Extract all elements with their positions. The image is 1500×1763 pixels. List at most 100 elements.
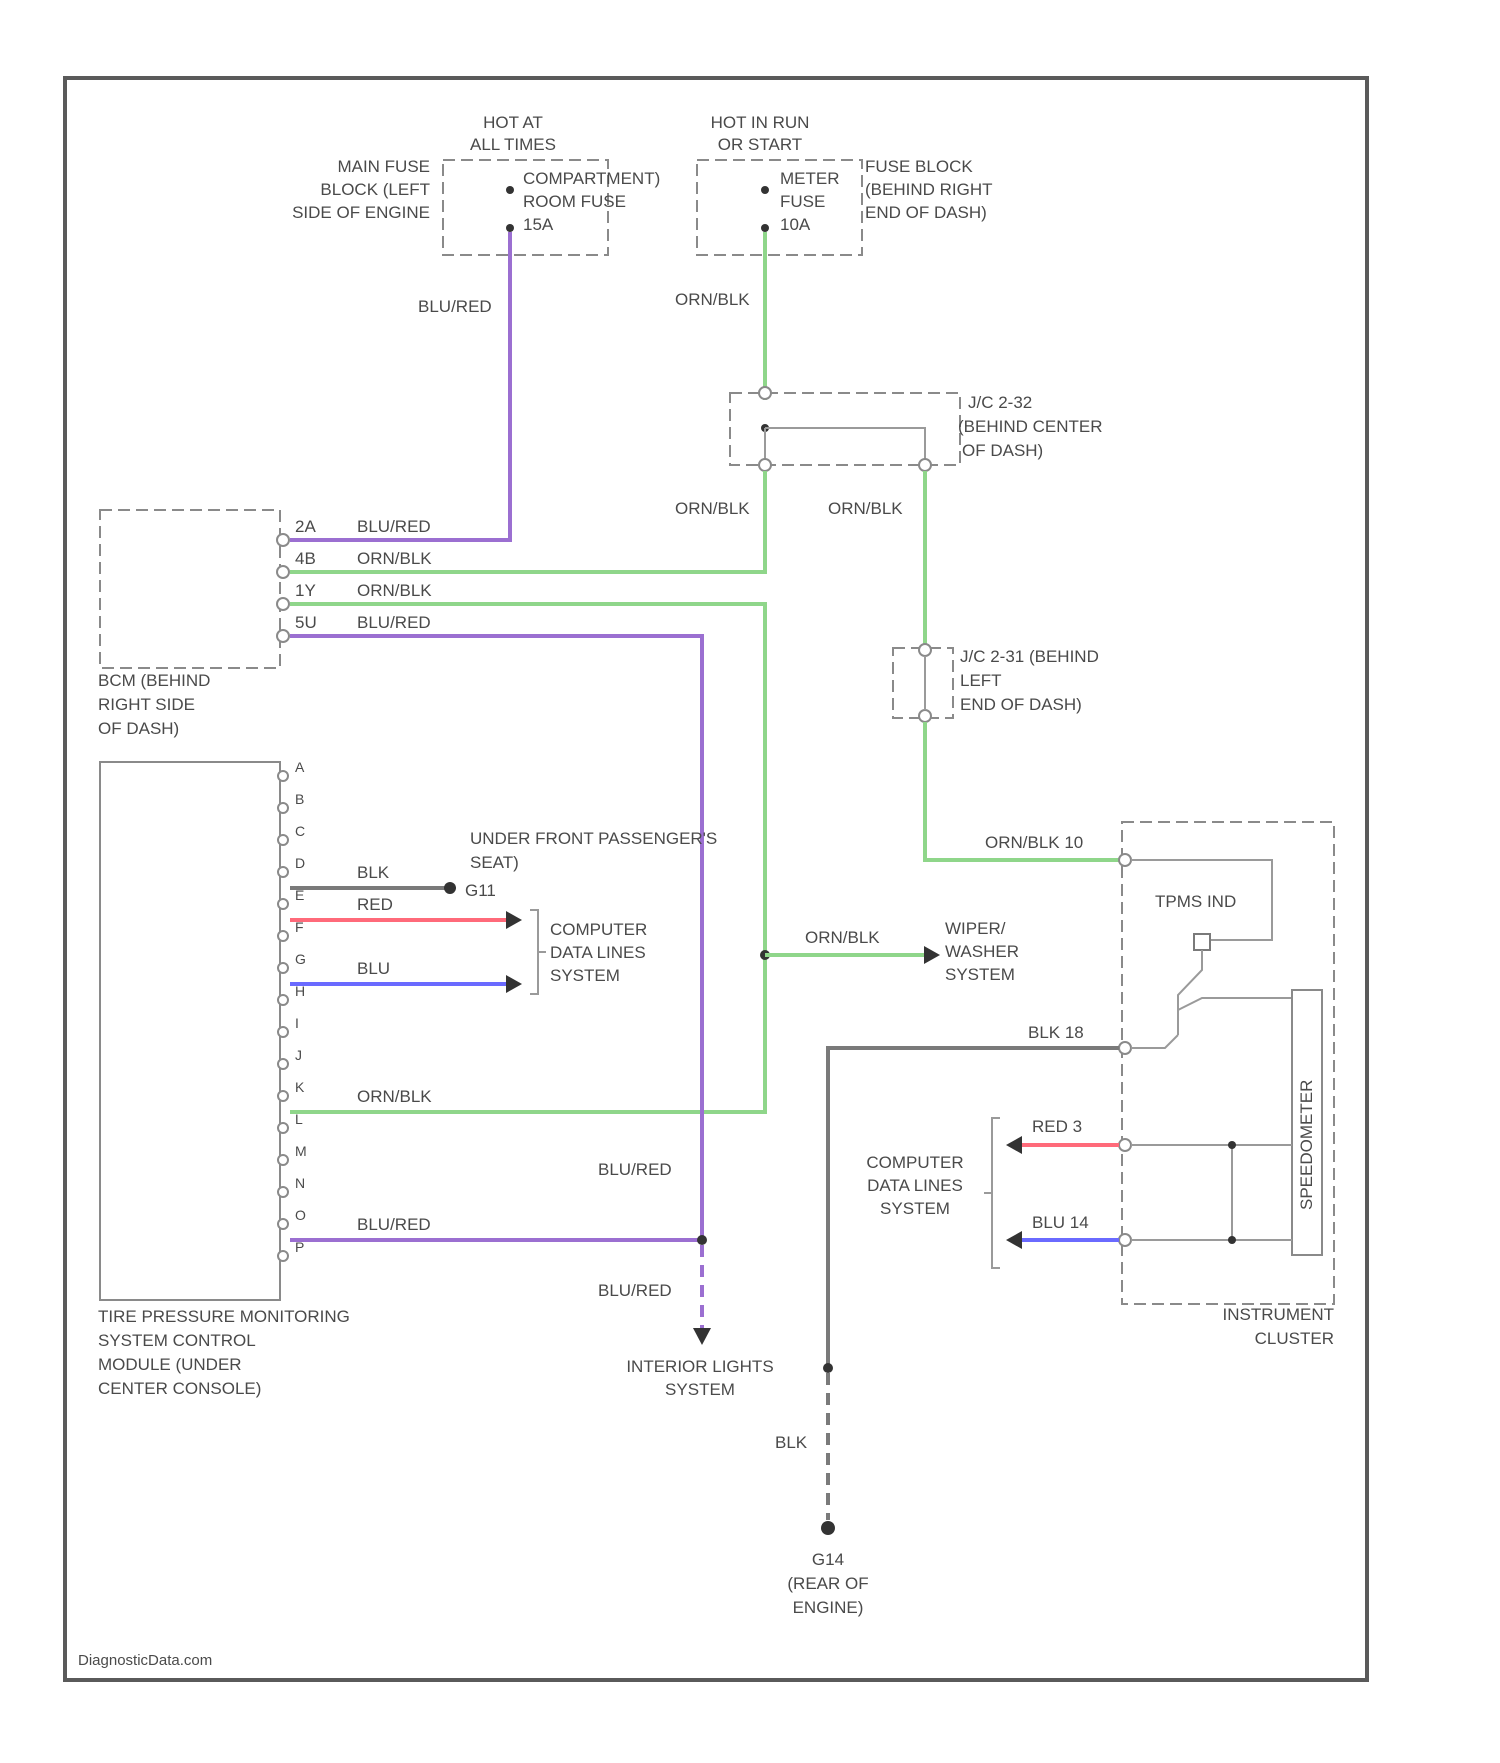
tpms-pin-label-d: D [295,855,305,871]
blu-14-arrow [1006,1231,1022,1249]
interior-lights-junction [697,1235,707,1245]
svg-text:J/C 2-32: J/C 2-32 [968,393,1032,412]
tpms-ind-label: TPMS IND [1155,892,1236,911]
svg-text:(BEHIND RIGHT: (BEHIND RIGHT [865,180,993,199]
wire-blu-red-feed [290,232,510,540]
tpms-pin-i [278,1027,288,1037]
data-lines-bracket-left [530,910,546,994]
svg-text:J/C 2-31 (BEHIND: J/C 2-31 (BEHIND [960,647,1099,666]
diagram-frame [65,78,1367,1680]
bcm-pins: 2A 4B 1Y 5U [277,517,317,642]
g14-node [821,1521,835,1535]
tpms-pin-f [278,931,288,941]
cluster-pin-3 [1119,1139,1131,1151]
tpms-pin-e [278,899,288,909]
wire-label-tpms-blu-red: BLU/RED [357,1215,431,1234]
tpms-pin-d [278,867,288,877]
bcm-box [100,510,280,668]
svg-text:RIGHT SIDE: RIGHT SIDE [98,695,195,714]
svg-text:SYSTEM: SYSTEM [550,966,620,985]
svg-text:SYSTEM: SYSTEM [880,1199,950,1218]
wire-label-blu-red-feed: BLU/RED [418,297,492,316]
wire-label-red-data: RED [357,895,393,914]
g11-node [444,882,456,894]
tpms-pin-k [278,1091,288,1101]
wire-label-bcm-5u: BLU/RED [357,613,431,632]
ground-g14-label: G14 (REAR OF ENGINE) [787,1550,868,1617]
jc-2-32-label: J/C 2-32 (BEHIND CENTER OF DASH) [958,393,1103,460]
svg-text:SYSTEM: SYSTEM [945,965,1015,984]
wire-label-blk-g14: BLK [775,1433,808,1452]
tpms-pin-label-a: A [295,759,305,775]
svg-text:(REAR OF: (REAR OF [787,1574,868,1593]
svg-text:ALL TIMES: ALL TIMES [470,135,556,154]
tpms-pin-g [278,963,288,973]
room-fuse-terminal-top [506,186,514,194]
tpms-pin-c [278,835,288,845]
tpms-pin-label-c: C [295,823,305,839]
interior-lights-label: INTERIOR LIGHTS SYSTEM [626,1357,773,1399]
computer-data-lines-label-1: COMPUTER DATA LINES SYSTEM [550,920,647,985]
bcm-pin-label-2a: 2A [295,517,316,536]
wire-label-bcm-2a: BLU/RED [357,517,431,536]
hot-in-run-label: HOT IN RUN OR START [711,113,810,154]
jc-2-32-pin-out-right [919,459,931,471]
room-fuse-terminal-bottom [506,224,514,232]
tpms-pin-n [278,1187,288,1197]
tpms-pin-h [278,995,288,1005]
tpms-module-label: TIRE PRESSURE MONITORING SYSTEM CONTROL … [98,1307,350,1398]
jc-2-31-label: J/C 2-31 (BEHIND LEFT END OF DASH) [960,647,1099,714]
wire-label-orn-blk-right: ORN/BLK [828,499,903,518]
cluster-pin-18 [1119,1042,1131,1054]
wiper-arrow [924,946,940,964]
under-front-seat-label: UNDER FRONT PASSENGER'S SEAT) [470,829,717,872]
svg-text:LEFT: LEFT [960,671,1002,690]
jc-2-32-pin-in [759,387,771,399]
svg-text:END OF DASH): END OF DASH) [960,695,1082,714]
svg-text:ENGINE): ENGINE) [793,1598,864,1617]
instrument-cluster-label: INSTRUMENT CLUSTER [1223,1305,1334,1348]
svg-text:DATA LINES: DATA LINES [867,1176,963,1195]
svg-text:ROOM FUSE: ROOM FUSE [523,192,626,211]
cluster-data-bus [1131,1145,1292,1240]
svg-text:CLUSTER: CLUSTER [1255,1329,1334,1348]
bcm-pin-label-1y: 1Y [295,581,316,600]
jc-2-32-pin-out-left [759,459,771,471]
tpms-pin-b [278,803,288,813]
meter-fuse-terminal-top [761,186,769,194]
svg-text:BCM (BEHIND: BCM (BEHIND [98,671,210,690]
ground-g11-label: G11 [465,881,496,900]
tpms-pin-o [278,1219,288,1229]
svg-text:MAIN FUSE: MAIN FUSE [337,157,430,176]
svg-text:COMPARTMENT): COMPARTMENT) [523,169,660,188]
cluster-pin-14 [1119,1234,1131,1246]
svg-text:15A: 15A [523,215,554,234]
tpms-pin-label-n: N [295,1175,305,1191]
wire-label-red-3: RED 3 [1032,1117,1082,1136]
hot-at-all-times-label: HOT AT ALL TIMES [470,113,556,154]
svg-text:OR START: OR START [718,135,802,154]
tpms-pin-label-b: B [295,791,304,807]
tpms-pin-p [278,1251,288,1261]
computer-data-lines-label-2: COMPUTER DATA LINES SYSTEM [866,1153,963,1218]
fuse-block-label: FUSE BLOCK (BEHIND RIGHT END OF DASH) [865,157,993,222]
bcm-pin-label-4b: 4B [295,549,316,568]
svg-text:(BEHIND CENTER: (BEHIND CENTER [958,417,1103,436]
cluster-pin-10 [1119,854,1131,866]
svg-text:SIDE OF ENGINE: SIDE OF ENGINE [292,203,430,222]
tpms-pin-label-k: K [295,1079,305,1095]
bcm-pin-2a [277,534,289,546]
tpms-pin-label-g: G [295,951,306,967]
wire-label-blu-data: BLU [357,959,390,978]
blu-data-arrow [506,975,522,993]
jc-2-32-bus [765,428,925,462]
wire-label-blk-g11: BLK [357,863,390,882]
cluster-ground-internal [1131,1035,1178,1048]
svg-text:G14: G14 [812,1550,844,1569]
wire-label-orn-blk-10: ORN/BLK 10 [985,833,1083,852]
svg-text:DATA LINES: DATA LINES [550,943,646,962]
tpms-pin-label-m: M [295,1143,307,1159]
wire-label-bcm-1y: ORN/BLK [357,581,432,600]
svg-text:HOT AT: HOT AT [483,113,543,132]
tpms-pin-m [278,1155,288,1165]
